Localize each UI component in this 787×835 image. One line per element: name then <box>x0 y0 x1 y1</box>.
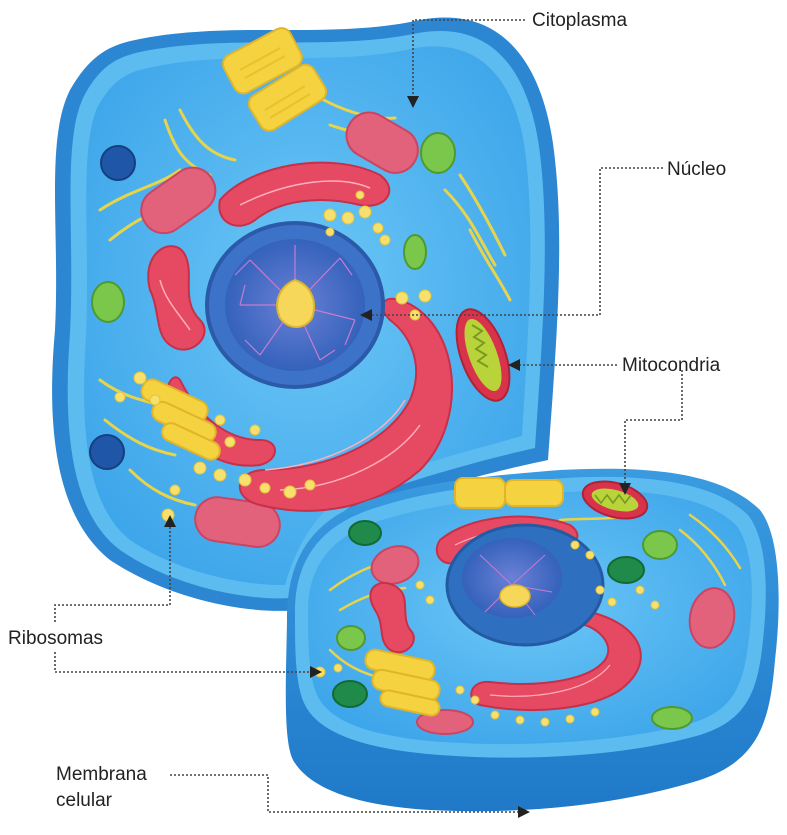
small-cell-nucleus <box>447 525 603 645</box>
label-membrana: Membrana <box>56 763 147 786</box>
small-cell-nucleolus <box>500 585 530 607</box>
label-citoplasma: Citoplasma <box>532 9 627 32</box>
leader-mitocondria-small <box>625 370 682 485</box>
label-celular: celular <box>56 789 112 812</box>
small-cell-golgi-top <box>455 478 563 508</box>
large-cell-nucleus <box>207 223 383 387</box>
label-nucleo: Núcleo <box>667 158 726 181</box>
leader-ribosomas-bottom <box>55 652 312 672</box>
label-ribosomas: Ribosomas <box>8 627 103 650</box>
label-mitocondria: Mitocondria <box>622 354 720 377</box>
small-cell <box>286 469 779 811</box>
